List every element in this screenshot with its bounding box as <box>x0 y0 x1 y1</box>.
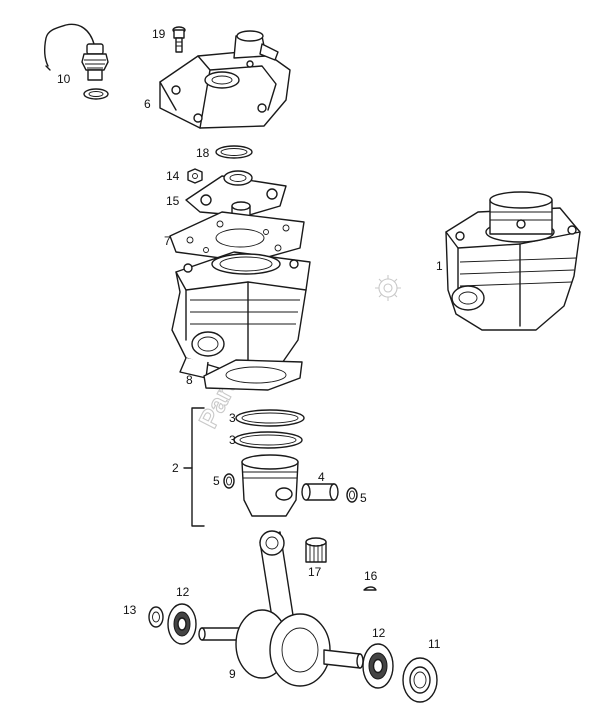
part-oil-seal-11 <box>402 657 438 703</box>
group-bracket-2 <box>191 407 205 527</box>
callout-labels: 19 10 6 18 14 15 7 1 8 3 3 2 4 5 5 17 16… <box>57 27 443 681</box>
part-key-16 <box>363 586 377 591</box>
label-8: 8 <box>186 373 193 387</box>
part-needle-bearing-17 <box>305 537 327 563</box>
label-9: 9 <box>229 667 236 681</box>
part-piston-ring-3a <box>235 409 305 427</box>
part-bearing-12b <box>362 643 394 689</box>
watermark-gear-icon <box>375 275 401 301</box>
label-1: 1 <box>436 259 443 273</box>
part-gasket-8 <box>203 359 303 391</box>
part-circlip-5b <box>346 487 358 503</box>
label-15: 15 <box>166 194 180 208</box>
label-3b: 3 <box>229 433 236 447</box>
label-4: 4 <box>318 470 325 484</box>
part-cylinder-head-6 <box>159 30 291 129</box>
part-crankshaft-9 <box>198 530 364 687</box>
label-11: 11 <box>428 637 441 651</box>
label-17: 17 <box>308 565 322 579</box>
part-cylinder-main <box>171 251 311 379</box>
label-6: 6 <box>144 97 151 111</box>
label-16: 16 <box>364 569 378 583</box>
label-14: 14 <box>166 169 180 183</box>
label-3a: 3 <box>229 411 236 425</box>
label-12a: 12 <box>176 585 190 599</box>
label-12b: 12 <box>372 626 386 640</box>
label-2: 2 <box>172 461 179 475</box>
label-5b: 5 <box>360 491 367 505</box>
part-cylinder-kit-1 <box>445 191 581 331</box>
part-gasket-7 <box>169 211 305 263</box>
part-circlip-5a <box>223 473 235 489</box>
part-piston <box>241 454 299 517</box>
part-bearing-12a <box>167 603 197 645</box>
part-nut-14 <box>187 168 203 184</box>
label-5a: 5 <box>213 474 220 488</box>
label-10: 10 <box>57 72 71 86</box>
part-oring-18 <box>215 145 253 159</box>
label-19: 19 <box>152 27 166 41</box>
part-piston-ring-3b <box>233 431 303 449</box>
label-7: 7 <box>164 234 171 248</box>
label-18: 18 <box>196 146 210 160</box>
label-13: 13 <box>123 603 137 617</box>
part-piston-pin-4 <box>301 483 339 501</box>
part-oil-seal-13 <box>148 606 164 628</box>
part-bolt-19 <box>172 26 186 53</box>
part-sensor-10 <box>43 23 109 100</box>
